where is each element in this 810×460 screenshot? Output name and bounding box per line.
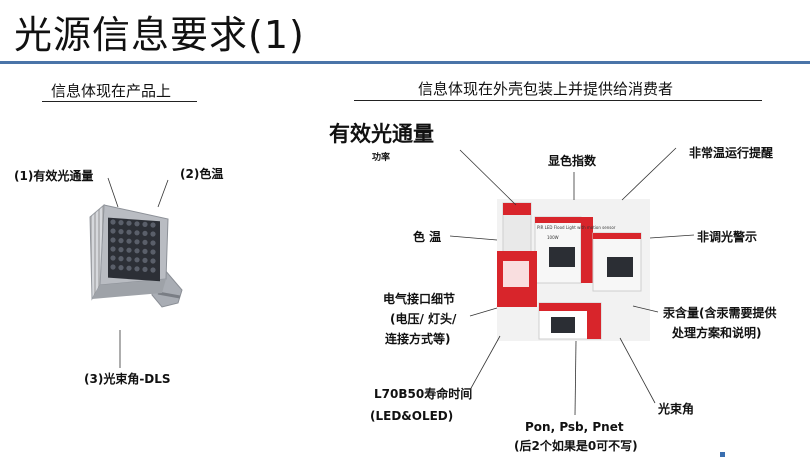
box-front-text: PIR LED Flood Light with motion sensor [537,225,616,230]
box-wattage-text: 100W [547,235,559,240]
label-electrical-interface-1: 电气接口细节 [383,292,456,306]
left-subtitle: 信息体现在产品上 [51,82,172,100]
label-pon-1: Pon, Psb, Pnet [525,420,624,434]
title-rule [0,61,810,64]
label-mercury-2: 处理方案和说明) [672,326,762,340]
package-photo: PIR LED Flood Light with motion sensor 1… [497,199,650,341]
left-subtitle-underline [42,101,197,102]
label-cri: 显色指数 [548,154,597,168]
label-luminous-flux: (1)有效光通量 [14,169,94,183]
label-pon-2: (后2个如果是0可不写) [514,439,638,453]
label-non-dimmable-warning: 非调光警示 [697,230,758,244]
label-color-temp-right: 色 温 [413,230,442,244]
label-lifetime-1: L70B50寿命时间 [374,387,473,401]
right-subtitle-underline [354,100,762,101]
label-color-temp-left: (2)色温 [180,167,224,181]
flood-light-image [89,203,183,308]
label-high-temp-warning: 非常温运行提醒 [689,146,774,160]
label-power: 功率 [372,153,391,163]
label-beam-angle: 光束角 [658,402,695,416]
label-electrical-interface-2: (电压/ 灯头/ [390,312,457,326]
page-title: 光源信息要求(1) [14,13,305,57]
label-beam-angle-dls: (3)光束角-DLS [84,372,171,386]
right-subtitle: 信息体现在外壳包装上并提供给消费者 [418,80,674,98]
label-effective-flux: 有效光通量 [329,122,434,146]
label-lifetime-2: (LED&OLED) [370,409,454,423]
label-mercury-1: 汞含量(含汞需要提供 [663,306,777,320]
nav-indicator-icon [720,452,725,457]
label-electrical-interface-3: 连接方式等) [385,332,451,346]
